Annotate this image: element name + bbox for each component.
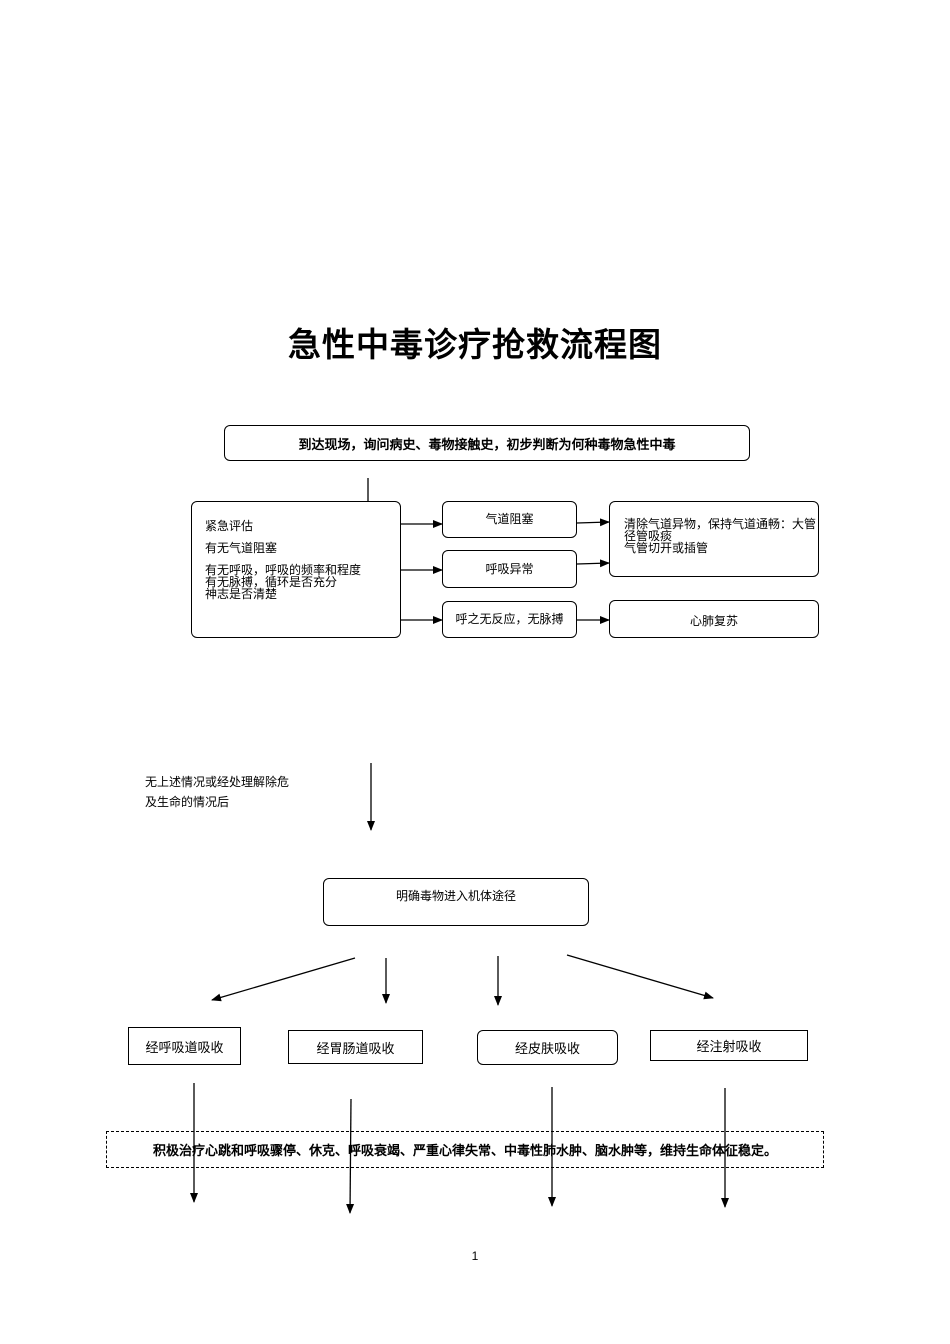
route-skin-text: 经皮肤吸收: [514, 1042, 580, 1057]
treatment-text: 积极治疗心跳和呼吸骤停、休克、呼吸衰竭、严重心律失常、中毒性肺水肿、脑水肿等，维…: [152, 1144, 777, 1159]
route-box: 明确毒物进入机体途径: [323, 878, 589, 926]
condition-airway-box: 气道阻塞: [442, 501, 577, 538]
action-airway-box: 清除气道异物，保持气道通畅：大管 径管吸痰 气管切开或插管: [609, 501, 819, 577]
condition-airway-text: 气道阻塞: [485, 512, 534, 526]
step-arrival-text: 到达现场，询问病史、毒物接触史，初步判断为何种毒物急性中毒: [298, 437, 676, 453]
route-respiratory-box: 经呼吸道吸收: [128, 1027, 241, 1065]
assessment-breathing: 有无呼吸，呼吸的频率和程度: [205, 563, 362, 577]
continuation-note-line2: 及生命的情况后: [145, 795, 230, 809]
continuation-note-line1: 无上述情况或经处理解除危: [145, 775, 290, 789]
condition-breathing-box: 呼吸异常: [442, 550, 577, 588]
condition-noresponse-text: 呼之无反应，无脉搏: [455, 612, 564, 626]
action-cpr-box: 心肺复苏: [609, 600, 819, 638]
assessment-heading: 紧急评估: [205, 519, 254, 533]
action-cpr-text: 心肺复苏: [689, 614, 738, 628]
route-injection-box: 经注射吸收: [650, 1030, 808, 1061]
route-respiratory-text: 经呼吸道吸收: [145, 1040, 224, 1056]
arrow-airway-action: [576, 518, 610, 527]
page-title: 急性中毒诊疗抢救流程图: [288, 325, 662, 364]
route-gastrointestinal-box: 经胃肠道吸收: [288, 1030, 423, 1064]
route-gastrointestinal-text: 经胃肠道吸收: [316, 1041, 395, 1057]
arrow-breathing-action: [576, 559, 610, 568]
continuation-note: 无上述情况或经处理解除危 及生命的情况后: [145, 772, 289, 812]
condition-breathing-text: 呼吸异常: [485, 562, 534, 576]
arrow-route-4: [566, 954, 714, 1000]
treatment-box: 积极治疗心跳和呼吸骤停、休克、呼吸衰竭、严重心律失常、中毒性肺水肿、脑水肿等，维…: [106, 1131, 824, 1168]
assessment-pulse: 有无脉搏，循环是否充分: [205, 575, 338, 589]
route-injection-text: 经注射吸收: [696, 1040, 762, 1055]
assessment-box: 紧急评估 有无气道阻塞 有无呼吸，呼吸的频率和程度 有无脉搏，循环是否充分 神志…: [191, 501, 401, 638]
action-airway-line3: 气管切开或插管: [624, 541, 709, 555]
arrow-route-1: [211, 957, 356, 1002]
condition-noresponse-box: 呼之无反应，无脉搏: [442, 601, 577, 638]
route-text: 明确毒物进入机体途径: [395, 889, 516, 903]
arrow-down-2: [346, 1098, 355, 1214]
step-arrival-box: 到达现场，询问病史、毒物接触史，初步判断为何种毒物急性中毒: [224, 425, 750, 461]
action-airway-line2: 径管吸痰: [624, 529, 673, 543]
action-airway-line1: 清除气道异物，保持气道通畅：大管: [624, 517, 817, 531]
route-skin-box: 经皮肤吸收: [477, 1030, 618, 1065]
page-number: 1: [471, 1249, 479, 1263]
assessment-consciousness: 神志是否清楚: [205, 587, 278, 601]
assessment-airway: 有无气道阻塞: [205, 541, 278, 555]
